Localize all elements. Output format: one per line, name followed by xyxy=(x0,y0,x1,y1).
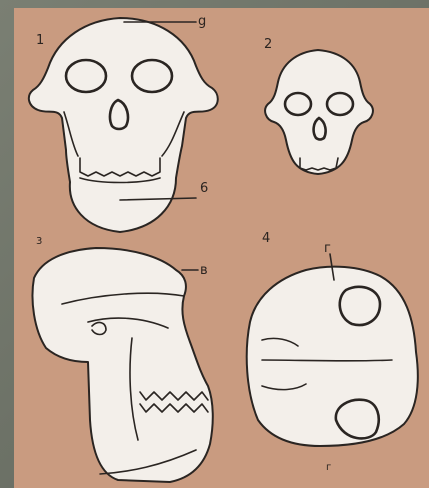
skull-2-right-orbit xyxy=(327,93,353,115)
skull-4-upper-opening xyxy=(340,287,380,325)
skull-2-left-orbit xyxy=(285,93,311,115)
skull-4-cranium xyxy=(247,267,418,446)
panel-number-3: 3 xyxy=(36,236,42,247)
panel-number-4: 4 xyxy=(262,231,270,246)
callout-skull-4-top: г xyxy=(324,241,331,256)
callout-skull-1-top: g xyxy=(198,14,206,29)
skull-3-cranium xyxy=(33,248,213,482)
skull-3-lateral: 3 в xyxy=(33,236,213,482)
skull-2-cranium xyxy=(265,50,373,174)
skull-2-frontal: 2 xyxy=(264,37,373,174)
skull-2-nasal-opening xyxy=(314,118,326,140)
panel-number-1: 1 xyxy=(36,33,44,48)
skull-1-right-orbit xyxy=(132,60,172,92)
skull-4-superior: 4 г г xyxy=(247,231,418,473)
skull-1-frontal: 1 g 6 xyxy=(29,14,218,232)
skull-1-left-orbit xyxy=(66,60,106,92)
skull-1-nasal-opening xyxy=(110,100,128,129)
callout-skull-4-bottom: г xyxy=(326,462,331,473)
callout-skull-1-jaw: 6 xyxy=(200,181,208,196)
skull-4-midline xyxy=(262,360,392,361)
panel-number-2: 2 xyxy=(264,37,272,52)
callout-skull-3-brow: в xyxy=(200,263,208,278)
